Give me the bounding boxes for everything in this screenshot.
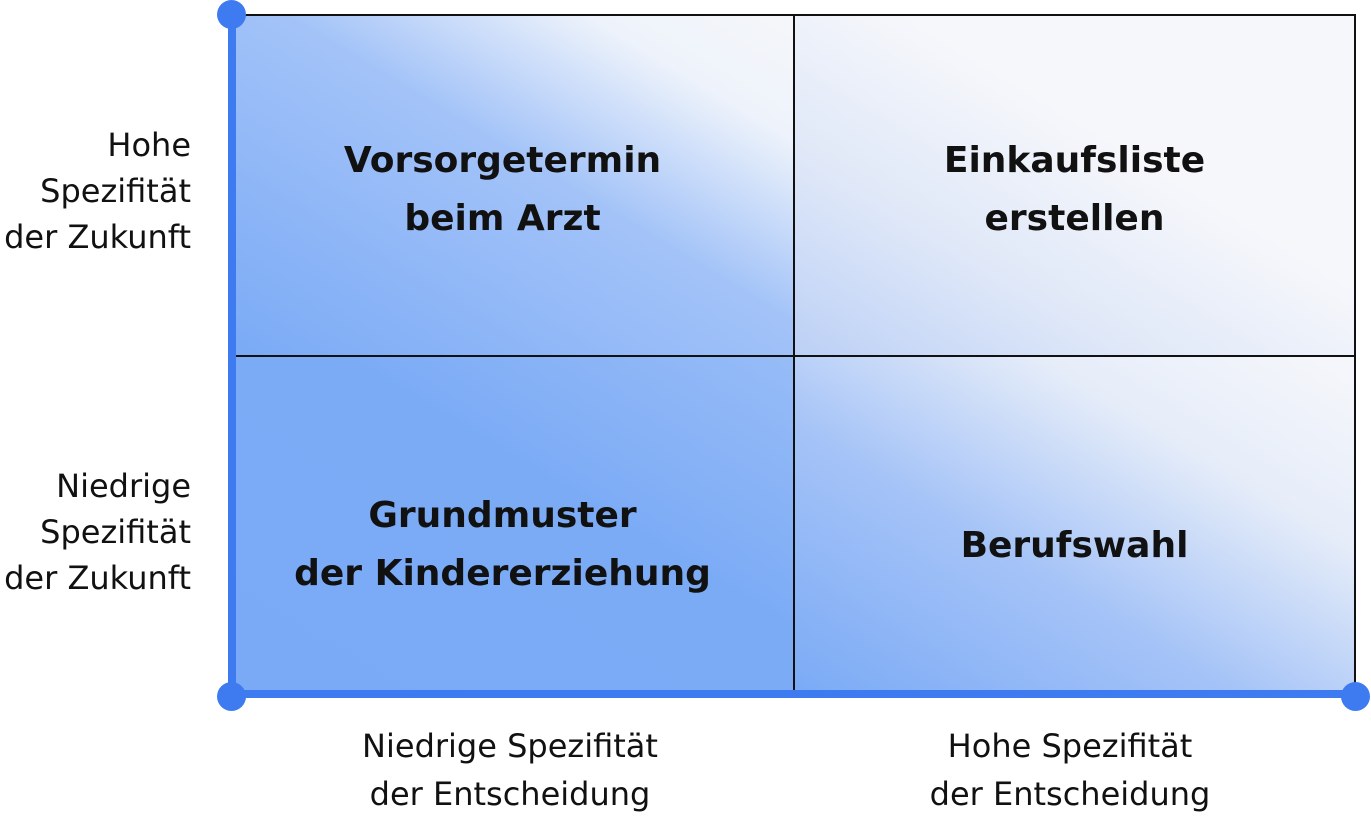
y-axis-line [228, 14, 236, 698]
quadrant-top-left: Vorsorgetermin beim Arzt [232, 14, 794, 356]
x-label-line: Niedrige Spezifität [362, 727, 658, 765]
quadrant-label: Vorsorgetermin beim Arzt [212, 132, 793, 248]
quadrant-label: Grundmuster der Kindererziehung [212, 487, 793, 603]
y-label-line: der Zukunft [4, 559, 191, 597]
y-label-line: der Zukunft [4, 218, 191, 256]
x-label-line: Hohe Spezifität [947, 727, 1193, 765]
quadrant-bottom-left: Grundmuster der Kindererziehung [232, 356, 794, 696]
y-label-line: Spezifität [40, 172, 191, 210]
quadrant-label: Berufswahl [795, 517, 1354, 575]
y-label-line: Niedrige [56, 467, 191, 505]
quadrant-label-line: Berufswahl [960, 525, 1189, 566]
origin-dot [217, 682, 246, 711]
y-label-line: Hohe [107, 126, 191, 164]
quadrant-label-line: Grundmuster [368, 495, 637, 536]
x-label-line: der Entscheidung [369, 775, 651, 813]
y-axis-end-dot [217, 0, 246, 29]
x-axis-end-dot [1341, 682, 1370, 711]
quadrant-label-line: der Kindererziehung [294, 553, 711, 594]
quadrant-top-right: Einkaufsliste erstellen [794, 14, 1356, 356]
y-label-line: Spezifität [40, 513, 191, 551]
quadrant-label: Einkaufsliste erstellen [795, 132, 1354, 248]
quadrant-label-line: erstellen [984, 198, 1165, 239]
x-axis-line [228, 690, 1356, 698]
x-axis-label-low: Niedrige Spezifität der Entscheidung [330, 722, 690, 818]
y-axis-label-low: Niedrige Spezifität der Zukunft [0, 463, 191, 601]
y-axis-label-high: Hohe Spezifität der Zukunft [0, 122, 191, 260]
quadrant-label-line: beim Arzt [404, 198, 601, 239]
x-axis-label-high: Hohe Spezifität der Entscheidung [890, 722, 1250, 818]
quadrant-label-line: Einkaufsliste [943, 140, 1206, 181]
quadrant-label-line: Vorsorgetermin [343, 140, 662, 181]
decision-matrix: Vorsorgetermin beim Arzt Einkaufsliste e… [232, 14, 1356, 696]
quadrant-bottom-right: Berufswahl [794, 356, 1356, 696]
x-label-line: der Entscheidung [929, 775, 1211, 813]
